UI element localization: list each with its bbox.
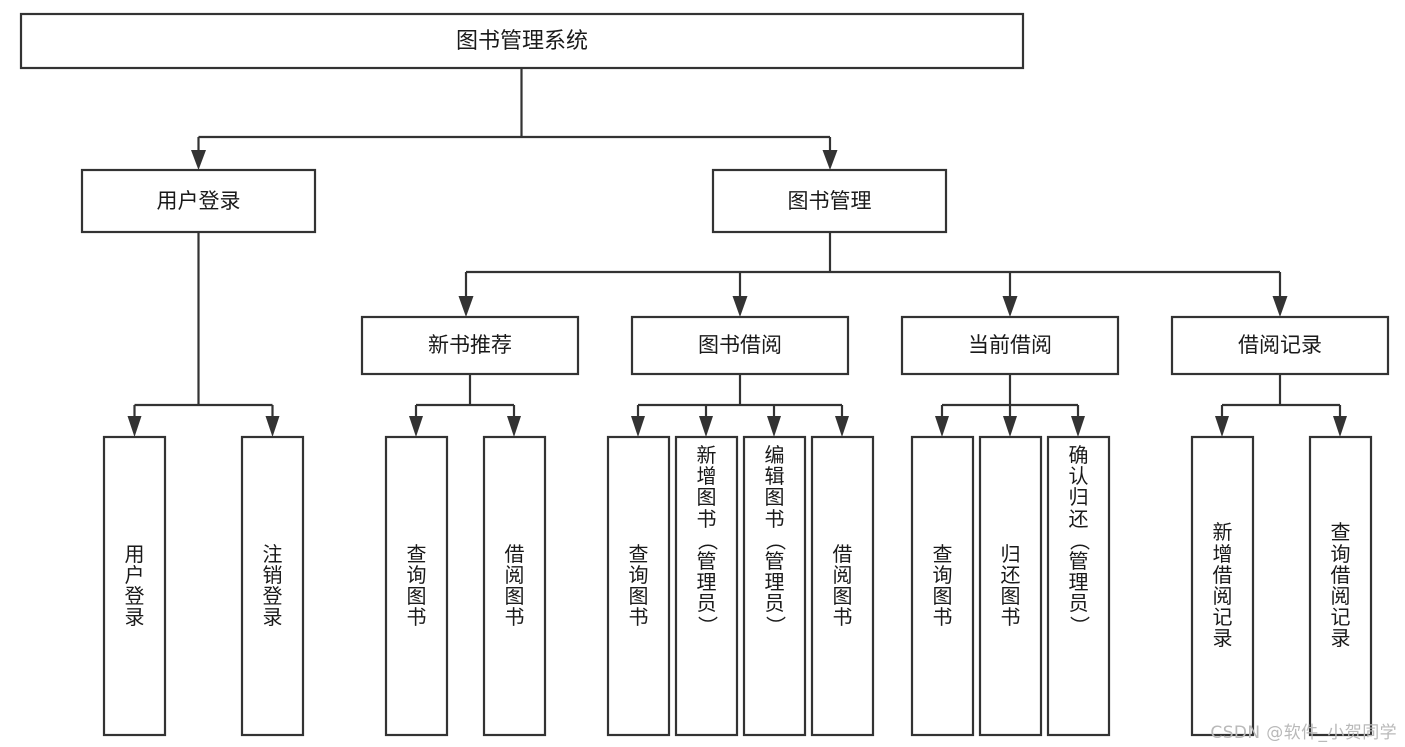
leaf-box-book-borrow-4[interactable] — [810, 435, 875, 737]
arrow-leaf-currentborrow-3 — [1071, 416, 1085, 437]
arrow-leaf-currentborrow-1 — [935, 416, 949, 437]
node-user-login[interactable]: 用户登录 — [80, 168, 317, 234]
node-book-borrow[interactable]: 图书借阅 — [630, 315, 850, 376]
node-book-management[interactable]: 图书管理 — [711, 168, 948, 234]
leaf-box-new-book-2[interactable] — [482, 435, 547, 737]
connector-layer — [127, 68, 1347, 437]
arrow-leaf-currentborrow-2 — [1003, 416, 1017, 437]
node-borrow-record-label: 借阅记录 — [1238, 333, 1322, 357]
leaf-box-book-borrow-1[interactable] — [606, 435, 671, 737]
node-book-management-label: 图书管理 — [788, 189, 872, 213]
arrow-leaf-user-login-2 — [265, 416, 280, 437]
arrow-leaf-user-login-1 — [127, 416, 142, 437]
node-layer: 图书管理系统 用户登录 图书管理 新书推荐 图书借阅 当前 — [19, 12, 1390, 737]
node-current-borrow-box[interactable] — [900, 315, 1120, 376]
node-user-login-box[interactable] — [80, 168, 317, 234]
leaf-box-book-borrow-3[interactable] — [742, 435, 807, 737]
node-borrow-record[interactable]: 借阅记录 — [1170, 315, 1390, 376]
arrow-book-mgmt — [822, 150, 838, 170]
node-root-system[interactable]: 图书管理系统 — [19, 12, 1025, 70]
node-book-borrow-label: 图书借阅 — [698, 333, 782, 357]
arrow-leaf-newbook-1 — [409, 416, 423, 437]
arrow-current-borrow — [1002, 296, 1018, 317]
arrow-leaf-bookborrow-3 — [767, 416, 781, 437]
arrow-leaf-borrowrecord-1 — [1215, 416, 1229, 437]
node-current-borrow-label: 当前借阅 — [968, 333, 1052, 357]
node-root-system-box[interactable] — [19, 12, 1025, 70]
node-new-book-recommend-box[interactable] — [360, 315, 580, 376]
leaf-box-book-borrow-2[interactable] — [674, 435, 739, 737]
node-user-login-label: 用户登录 — [157, 189, 241, 213]
node-root-system-label: 图书管理系统 — [456, 29, 588, 54]
node-borrow-record-box[interactable] — [1170, 315, 1390, 376]
leaf-box-borrow-record-2[interactable] — [1308, 435, 1373, 737]
arrow-leaf-borrowrecord-2 — [1333, 416, 1347, 437]
node-book-borrow-box[interactable] — [630, 315, 850, 376]
arrow-leaf-bookborrow-1 — [631, 416, 645, 437]
arrow-leaf-newbook-2 — [507, 416, 521, 437]
leaf-box-new-book-1[interactable] — [384, 435, 449, 737]
arrow-leaf-bookborrow-4 — [835, 416, 849, 437]
leaf-box-current-borrow-2[interactable] — [978, 435, 1043, 737]
node-new-book-recommend-label: 新书推荐 — [428, 333, 512, 357]
leaf-box-borrow-record-1[interactable] — [1190, 435, 1255, 737]
leaf-box-user-login-1[interactable] — [102, 435, 167, 737]
node-book-management-box[interactable] — [711, 168, 948, 234]
csdn-watermark: CSDN @软件_小贺同学 — [1210, 723, 1397, 743]
arrow-new-book-recommend — [458, 296, 474, 317]
node-new-book-recommend[interactable]: 新书推荐 — [360, 315, 580, 376]
leaf-box-current-borrow-3[interactable] — [1046, 435, 1111, 737]
arrow-leaf-bookborrow-2 — [699, 416, 713, 437]
arrow-book-borrow — [732, 296, 748, 317]
leaf-box-current-borrow-1[interactable] — [910, 435, 975, 737]
leaf-box-user-login-2[interactable] — [240, 435, 305, 737]
node-current-borrow[interactable]: 当前借阅 — [900, 315, 1120, 376]
arrow-user-login — [191, 150, 206, 170]
arrow-borrow-record — [1272, 296, 1288, 317]
